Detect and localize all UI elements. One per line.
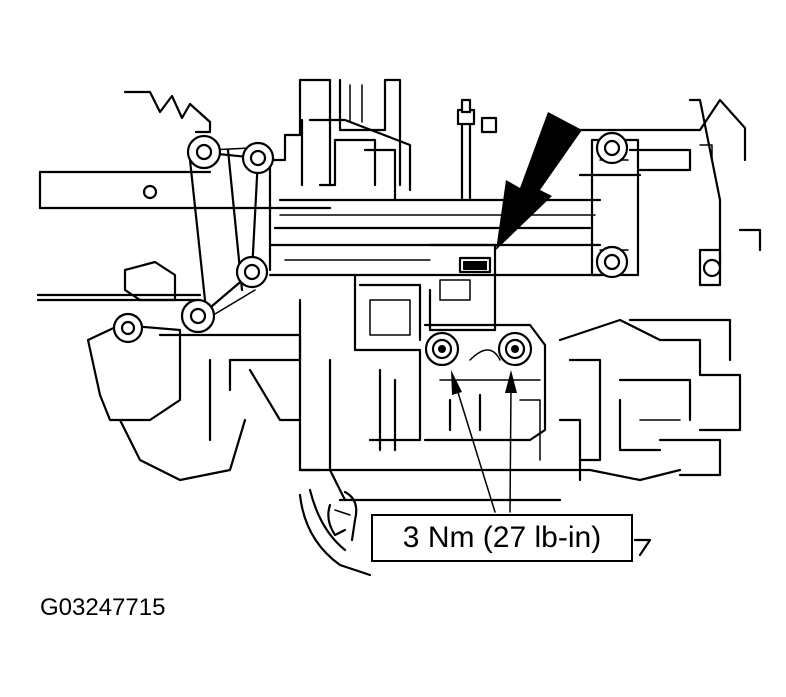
- bolt-icon: [424, 331, 460, 367]
- arrow-icon: [496, 112, 582, 250]
- torque-callout: 3 Nm (27 lb-in): [371, 514, 633, 562]
- bolt-icon: [497, 331, 533, 367]
- housing-outline: [36, 78, 762, 577]
- left-linkage: [112, 134, 275, 344]
- torque-label: 3 Nm (27 lb-in): [402, 521, 602, 554]
- figure-id: G03247715: [40, 594, 166, 621]
- leader-arrows: [451, 370, 517, 513]
- right-linkage: [590, 131, 640, 279]
